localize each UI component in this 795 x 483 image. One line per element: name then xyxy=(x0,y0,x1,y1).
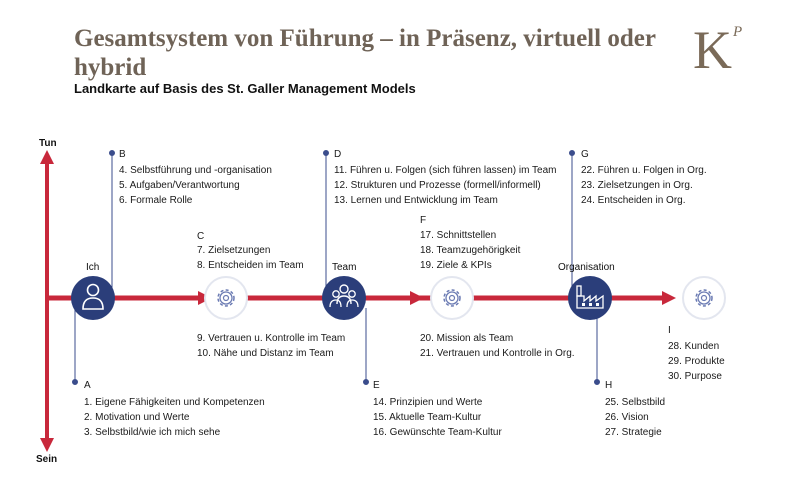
connector-dot-H xyxy=(594,379,600,385)
list-I: 28. Kunden 29. Produkte 30. Purpose xyxy=(668,339,725,384)
list-item: 16. Gewünschte Team-Kultur xyxy=(373,427,502,438)
list-item: 4. Selbstführung und -organisation xyxy=(119,165,272,176)
list-item: 29. Produkte xyxy=(668,356,725,367)
list-item: 17. Schnittstellen xyxy=(420,230,497,241)
connector-dot-D xyxy=(323,150,329,156)
list-item: 25. Selbstbild xyxy=(605,397,666,408)
group-letter-E: E xyxy=(373,380,380,391)
list-A: 1. Eigene Fähigkeiten und Kompetenzen 2.… xyxy=(84,395,265,440)
connector-dot-A xyxy=(72,379,78,385)
list-F: 17. Schnittstellen 18. Teamzugehörigkeit… xyxy=(420,228,520,273)
group-letter-B: B xyxy=(119,149,126,160)
logo-superscript: P xyxy=(733,24,743,40)
list-item: 30. Purpose xyxy=(668,371,722,382)
group-letter-H: H xyxy=(605,380,613,391)
page-subtitle: Landkarte auf Basis des St. Galler Manag… xyxy=(74,81,416,96)
hub-label-ich: Ich xyxy=(86,262,100,273)
hub-label-organisation: Organisation xyxy=(558,262,615,273)
axis-label-top: Tun xyxy=(39,138,57,149)
list-item: 7. Zielsetzungen xyxy=(197,245,271,256)
group-letter-F: F xyxy=(420,215,427,226)
list-item: 15. Aktuelle Team-Kultur xyxy=(373,412,482,423)
list-item: 23. Zielsetzungen in Org. xyxy=(581,180,693,191)
factory-icon xyxy=(568,276,612,320)
list-H: 25. Selbstbild 26. Vision 27. Strategie xyxy=(605,395,665,440)
list-item: 26. Vision xyxy=(605,412,649,423)
list-item: 22. Führen u. Folgen in Org. xyxy=(581,165,707,176)
list-item: 1. Eigene Fähigkeiten und Kompetenzen xyxy=(84,397,265,408)
page-title: Gesamtsystem von Führung – in Präsenz, v… xyxy=(74,25,656,81)
axis-arrow-up xyxy=(40,150,54,164)
group-letter-G: G xyxy=(581,149,589,160)
logo: K xyxy=(693,20,732,80)
list-item: 6. Formale Rolle xyxy=(119,195,193,206)
gear-icon xyxy=(204,276,248,320)
arrow-head-2 xyxy=(410,291,424,305)
arrow-head-3 xyxy=(662,291,676,305)
list-F2: 20. Mission als Team 21. Vertrauen und K… xyxy=(420,331,575,361)
team-icon xyxy=(322,276,366,320)
group-letter-I: I xyxy=(668,325,671,336)
group-letter-C: C xyxy=(197,231,205,242)
list-item: 3. Selbstbild/wie ich mich sehe xyxy=(84,427,221,438)
list-item: 28. Kunden xyxy=(668,341,720,352)
group-letter-D: D xyxy=(334,149,342,160)
list-B: 4. Selbstführung und -organisation 5. Au… xyxy=(119,163,272,208)
connector-dot-G xyxy=(569,150,575,156)
list-item: 14. Prinzipien und Werte xyxy=(373,397,483,408)
list-item: 9. Vertrauen u. Kontrolle im Team xyxy=(197,333,346,344)
list-C: 7. Zielsetzungen 8. Entscheiden im Team xyxy=(197,243,304,273)
list-item: 10. Nähe und Distanz im Team xyxy=(197,348,334,359)
list-item: 27. Strategie xyxy=(605,427,662,438)
list-item: 13. Lernen und Entwicklung im Team xyxy=(334,195,498,206)
gear-icon xyxy=(682,276,726,320)
list-item: 11. Führen u. Folgen (sich führen lassen… xyxy=(334,165,557,176)
list-item: 24. Entscheiden in Org. xyxy=(581,195,686,206)
axis-arrow-down xyxy=(40,438,54,452)
gear-icon xyxy=(430,276,474,320)
list-item: 19. Ziele & KPIs xyxy=(420,260,492,271)
group-letter-A: A xyxy=(84,380,91,391)
list-G: 22. Führen u. Folgen in Org. 23. Zielset… xyxy=(581,163,707,208)
list-item: 21. Vertrauen und Kontrolle in Org. xyxy=(420,348,575,359)
list-item: 5. Aufgaben/Verantwortung xyxy=(119,180,240,191)
list-E: 14. Prinzipien und Werte 15. Aktuelle Te… xyxy=(373,395,502,440)
list-D: 11. Führen u. Folgen (sich führen lassen… xyxy=(334,163,557,208)
list-item: 8. Entscheiden im Team xyxy=(197,260,304,271)
connector-dot-B xyxy=(109,150,115,156)
user-icon xyxy=(71,276,115,320)
list-item: 18. Teamzugehörigkeit xyxy=(420,245,521,256)
list-item: 20. Mission als Team xyxy=(420,333,514,344)
hub-label-team: Team xyxy=(332,262,357,273)
connector-dot-E xyxy=(363,379,369,385)
list-C2: 9. Vertrauen u. Kontrolle im Team 10. Nä… xyxy=(197,331,345,361)
axis-label-bottom: Sein xyxy=(36,454,58,465)
list-item: 12. Strukturen und Prozesse (formell/inf… xyxy=(334,180,541,191)
list-item: 2. Motivation und Werte xyxy=(84,412,190,423)
